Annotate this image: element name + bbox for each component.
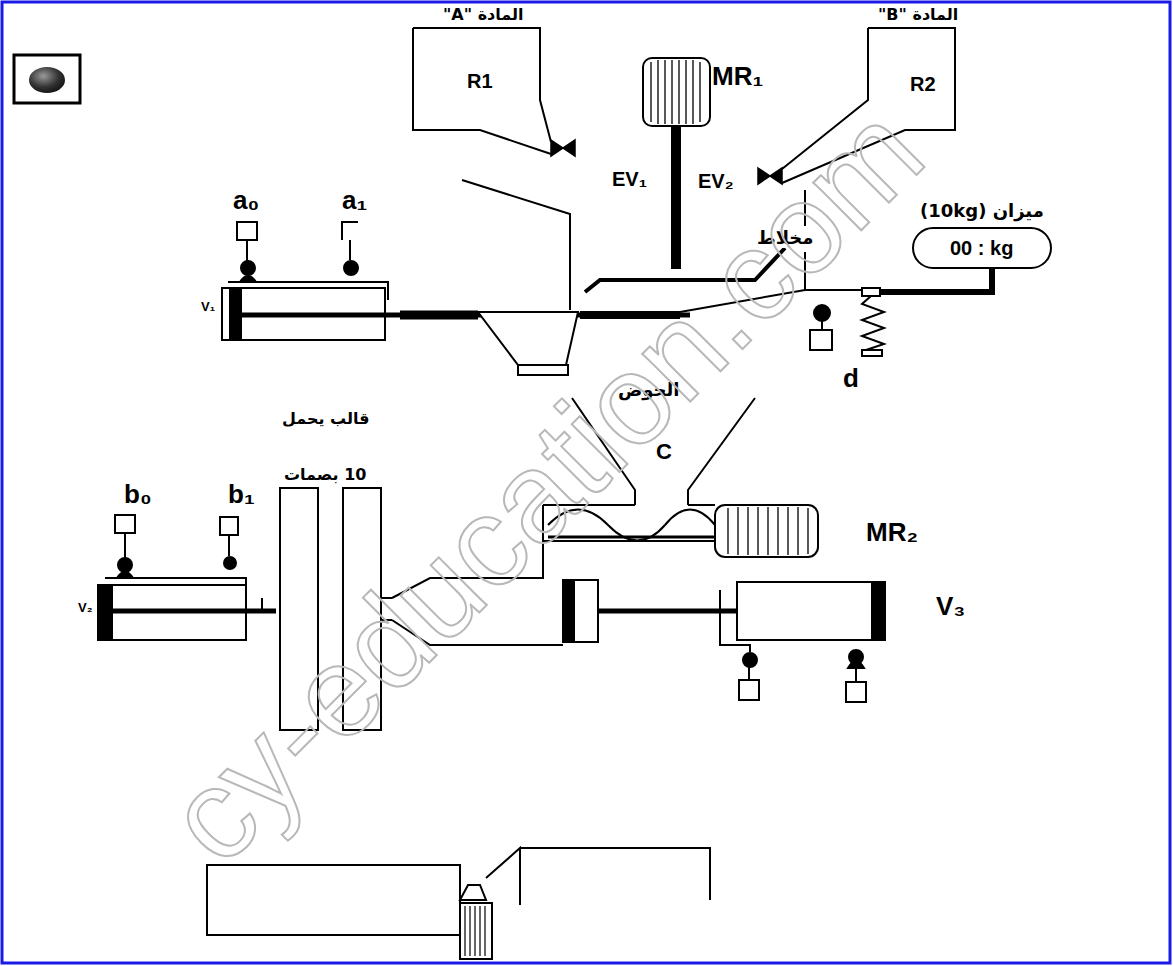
sensor-name: a₀ <box>233 186 259 215</box>
sensor-name: d <box>843 364 859 393</box>
sensor-name: a₁ <box>342 186 367 215</box>
mould-name: قالب يحمل <box>282 410 370 428</box>
motor-name: MR₁ <box>712 62 763 91</box>
tank-heading: المادة "A" <box>443 6 524 24</box>
valve-name: EV₁ <box>612 168 647 190</box>
cylinder-name: V₂ <box>78 601 92 615</box>
tank-label: R2 <box>910 73 936 95</box>
scale-display: ميزان (10kg)00 : kg <box>912 227 1052 269</box>
tank-label: R1 <box>467 70 493 92</box>
mixer-name: مخلاط <box>755 228 815 248</box>
valve-symbol <box>758 168 782 184</box>
basin-name: الحوض <box>618 380 679 400</box>
tank-outline <box>413 28 578 158</box>
basin-letter: C <box>656 440 672 464</box>
tank-r2: المادة "B"R2 <box>860 28 960 158</box>
mould-name: 10 بصمات <box>284 466 366 484</box>
tank-heading: المادة "B" <box>878 6 958 24</box>
valve-symbol <box>551 140 575 156</box>
watermark: cy-education.com <box>141 81 950 890</box>
motor-name: MR₂ <box>866 518 918 547</box>
scale-heading: ميزان (10kg) <box>920 201 1044 221</box>
sensor-name: b₀ <box>124 480 152 509</box>
cylinder-name: V₃ <box>936 592 965 621</box>
tank-r1: المادة "A"R1 <box>413 28 578 158</box>
valve-name: EV₂ <box>698 170 734 192</box>
sensor-name: b₁ <box>228 480 255 509</box>
cylinder-name: V₁ <box>201 300 215 314</box>
scale-reading: 00 : kg <box>950 237 1013 259</box>
